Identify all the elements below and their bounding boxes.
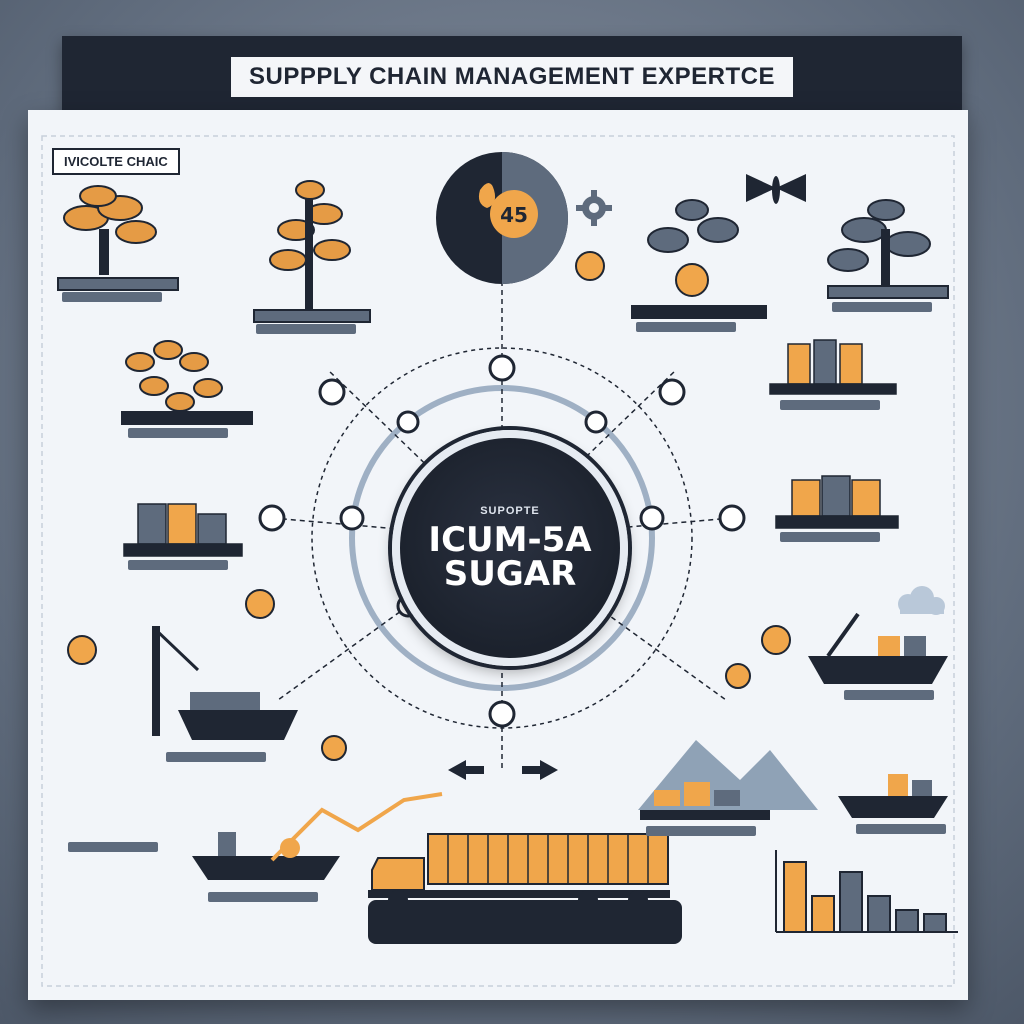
hub-kicker: SUPOPTE: [480, 505, 540, 517]
coin-icons: [67, 251, 791, 761]
dashed-frame: [41, 135, 955, 987]
moth-icon: [746, 174, 806, 204]
bar-chart-icon: [775, 850, 958, 933]
sugarcane-plant-icon: [827, 199, 949, 299]
central-hub: SUPOPTE ICUM-5A SUGAR: [392, 430, 628, 666]
cargo-ship-icon: [152, 626, 298, 740]
page-title: SUPPPLY CHAIN MANAGEMENT EXPERTCE: [231, 57, 793, 97]
sugarcane-plant-icon: [57, 185, 179, 291]
badge-value: 45: [500, 203, 528, 227]
cargo-ship-icon: [192, 832, 340, 880]
inner-ring: [349, 385, 655, 691]
cargo-ship-icon: [838, 774, 948, 818]
caption-bars: [62, 292, 946, 902]
sugarcane-plant-icon: [121, 340, 253, 425]
hub-title-line1: ICUM-5A: [428, 520, 592, 560]
footer-caption-bar: [368, 900, 682, 944]
trend-line: [270, 792, 443, 862]
sugarcane-plant-icon: [253, 180, 371, 323]
badge-45: 45: [436, 152, 568, 284]
arrow-icons: [448, 760, 558, 780]
crane-icon: [152, 626, 160, 736]
hub-title-line2: SUGAR: [443, 554, 577, 594]
container-stack-icon: [123, 503, 243, 557]
container-stack-icon: [769, 339, 897, 395]
gear-icon: [576, 190, 612, 226]
corner-label: IVICOLTE CHAIC: [52, 148, 180, 175]
cloud-icon: [898, 586, 945, 615]
supply-chain-diagram: 45: [41, 135, 958, 987]
sugar-pile-icon: [638, 740, 818, 820]
sugarcane-plant-icon: [631, 199, 767, 319]
droplet-icon: [478, 183, 496, 208]
truck-icon: [368, 833, 670, 910]
crane-icon: [826, 612, 860, 658]
container-stack-icon: [775, 475, 899, 529]
cargo-ship-icon: [808, 612, 948, 684]
infographic-poster: IVICOLTE CHAIC: [28, 110, 968, 1000]
title-banner: SUPPPLY CHAIN MANAGEMENT EXPERTCE: [62, 36, 962, 118]
